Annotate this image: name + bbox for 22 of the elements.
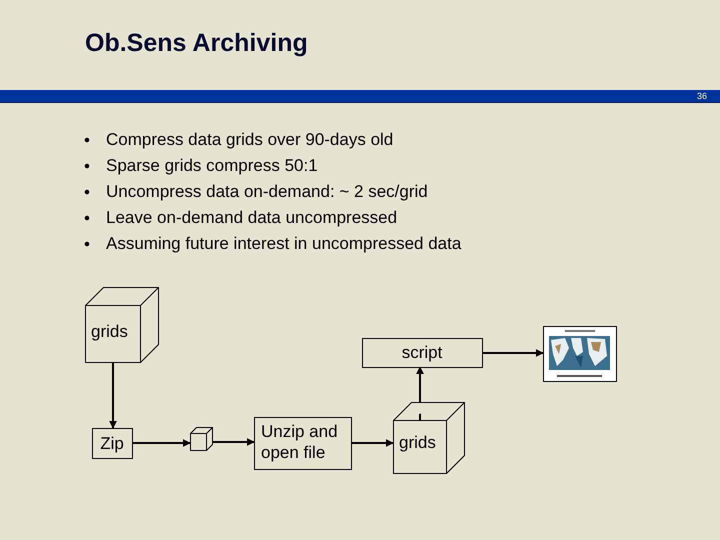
node-label: grids xyxy=(399,432,436,453)
bullet-text: Compress data grids over 90-days old xyxy=(106,129,394,150)
slide-title: Ob.Sens Archiving xyxy=(85,29,308,58)
process-box xyxy=(362,338,483,368)
node-label: script xyxy=(400,342,444,363)
arrow xyxy=(351,439,394,447)
page-number: 36 xyxy=(697,90,708,103)
arrow xyxy=(482,349,544,357)
bullet-text: Uncompress data on-demand: ~ 2 sec/grid xyxy=(106,181,428,202)
cube-node xyxy=(393,402,465,474)
bullet-text: Assuming future interest in uncompressed data xyxy=(106,233,462,254)
node-label: Unzip and open file xyxy=(261,421,339,463)
bullet-text: Sparse grids compress 50:1 xyxy=(106,155,318,176)
node-label: Zip xyxy=(99,433,125,454)
arrow xyxy=(132,439,191,447)
node-label: grids xyxy=(91,321,128,342)
arrow xyxy=(212,438,255,446)
process-box xyxy=(254,417,352,470)
cube-node xyxy=(85,287,159,363)
bullet-text: Leave on-demand data uncompressed xyxy=(106,207,398,228)
arrow xyxy=(109,362,117,429)
process-box xyxy=(92,428,133,459)
